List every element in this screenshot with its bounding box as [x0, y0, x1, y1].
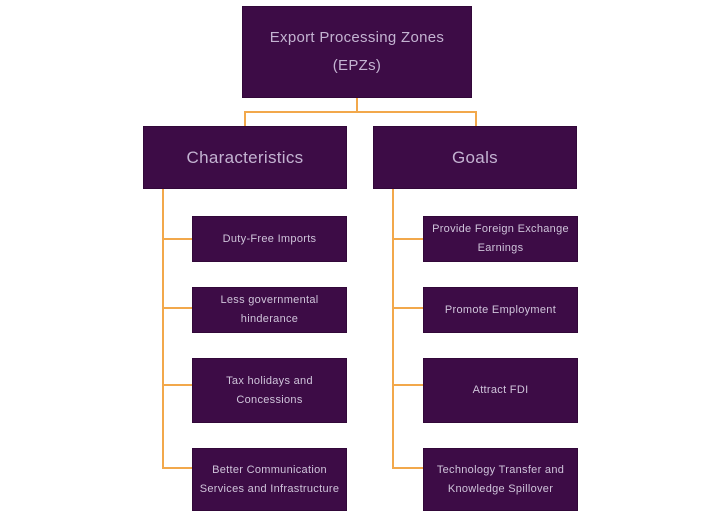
- leaf-node-duty-free-imports: Duty-Free Imports: [192, 216, 347, 262]
- leaf-label: Attract FDI: [472, 384, 529, 397]
- branch-goals-label: Goals: [452, 147, 498, 167]
- connector-stub-foreign-exchange: [392, 238, 423, 240]
- branch-node-goals: Goals: [373, 126, 577, 189]
- branch-node-characteristics: Characteristics: [143, 126, 347, 189]
- leaf-label: Promote Employment: [444, 303, 557, 316]
- branch-characteristics-label: Characteristics: [186, 147, 304, 167]
- connector-stub-better-communication: [162, 467, 193, 469]
- connector-stub-attract-fdi: [392, 384, 423, 386]
- leaf-node-promote-employment: Promote Employment: [423, 287, 578, 333]
- leaf-label: Tax holidays and Concessions: [226, 374, 313, 406]
- connector-stub-technology-transfer: [392, 467, 423, 469]
- connector-stub-promote-employment: [392, 307, 423, 309]
- leaf-node-tax-holidays-concessions: Tax holidays and Concessions: [192, 358, 347, 423]
- connector-stub-tax-holidays: [162, 384, 193, 386]
- connector-drop-goals: [475, 111, 477, 127]
- root-node-epz: Export Processing Zones (EPZs): [242, 6, 472, 98]
- leaf-label: Less governmental hinderance: [220, 294, 319, 325]
- leaf-node-better-communication-infrastructure: Better Communication Services and Infras…: [192, 448, 347, 511]
- leaf-node-attract-fdi: Attract FDI: [423, 358, 578, 423]
- leaf-node-less-governmental-hinderance: Less governmental hinderance: [192, 287, 347, 333]
- leaf-label: Better Communication Services and Infras…: [199, 463, 340, 495]
- connector-root-horizontal: [244, 111, 477, 113]
- connector-stub-duty-free: [162, 238, 193, 240]
- root-node-label: Export Processing Zones (EPZs): [269, 28, 445, 75]
- connector-root-stem: [356, 98, 358, 113]
- leaf-node-foreign-exchange-earnings: Provide Foreign Exchange Earnings: [423, 216, 578, 262]
- connector-characteristics-spine: [162, 189, 164, 469]
- leaf-node-technology-transfer-knowledge-spillover: Technology Transfer and Knowledge Spillo…: [423, 448, 578, 511]
- leaf-label: Technology Transfer and Knowledge Spillo…: [436, 463, 565, 495]
- leaf-label: Duty-Free Imports: [222, 232, 317, 245]
- connector-stub-less-governmental: [162, 307, 193, 309]
- connector-drop-characteristics: [244, 111, 246, 127]
- connector-goals-spine: [392, 189, 394, 469]
- leaf-label: Provide Foreign Exchange Earnings: [432, 223, 569, 254]
